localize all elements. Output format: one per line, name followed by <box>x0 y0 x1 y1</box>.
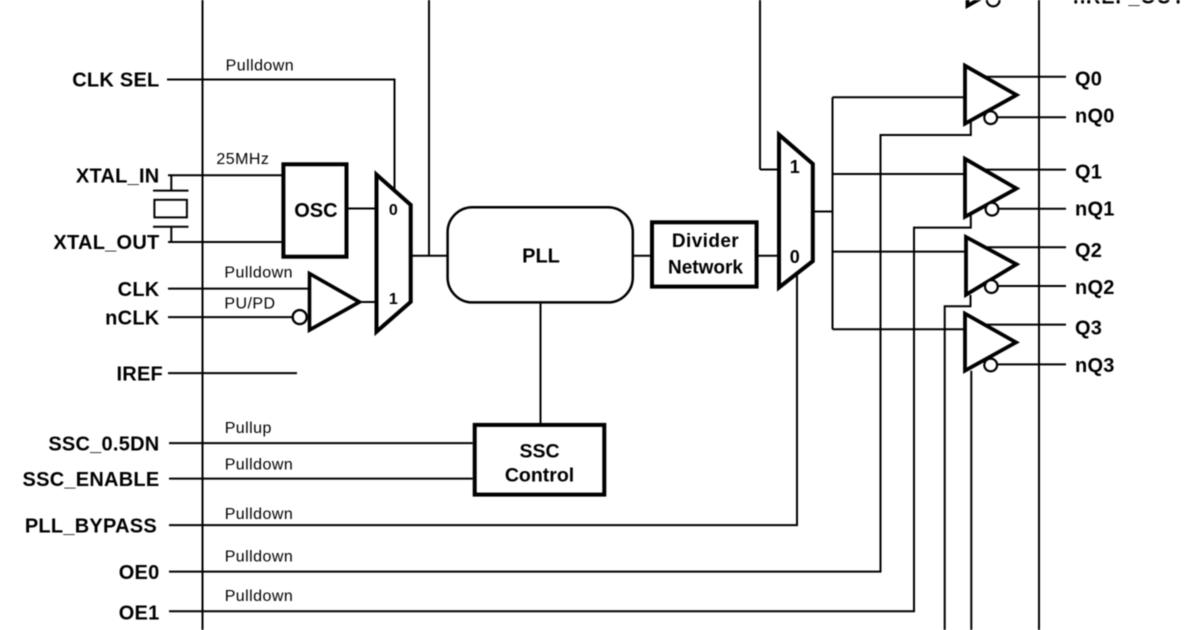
svg-text:Pulldown: Pulldown <box>225 506 294 523</box>
svg-text:SSC: SSC <box>519 441 559 463</box>
svg-text:Pulldown: Pulldown <box>225 457 294 474</box>
svg-text:nREF_OUT: nREF_OUT <box>1073 0 1185 8</box>
svg-text:Q3: Q3 <box>1075 318 1102 340</box>
svg-text:Pullup: Pullup <box>225 420 272 437</box>
svg-text:25MHz: 25MHz <box>216 151 269 168</box>
svg-text:Pulldown: Pulldown <box>225 549 294 566</box>
svg-text:CLK SEL: CLK SEL <box>72 70 159 92</box>
svg-text:nQ2: nQ2 <box>1075 277 1115 299</box>
svg-text:PU/PD: PU/PD <box>224 295 275 312</box>
svg-text:IREF: IREF <box>116 363 163 385</box>
svg-text:nCLK: nCLK <box>105 307 160 329</box>
svg-text:XTAL_OUT: XTAL_OUT <box>53 232 159 254</box>
svg-text:XTAL_IN: XTAL_IN <box>76 166 160 188</box>
svg-text:CLK: CLK <box>118 279 160 301</box>
svg-text:Control: Control <box>505 465 574 487</box>
svg-text:0: 0 <box>790 247 800 267</box>
svg-text:nQ0: nQ0 <box>1075 106 1115 128</box>
svg-text:1: 1 <box>389 291 398 308</box>
svg-text:Pulldown: Pulldown <box>225 588 294 605</box>
svg-text:Q1: Q1 <box>1075 162 1102 184</box>
svg-text:Network: Network <box>668 257 743 278</box>
svg-text:SSC_ENABLE: SSC_ENABLE <box>23 469 160 491</box>
svg-text:1: 1 <box>790 157 800 177</box>
svg-text:OE0: OE0 <box>119 562 160 584</box>
svg-text:Divider: Divider <box>672 231 739 252</box>
svg-text:Pulldown: Pulldown <box>226 58 295 75</box>
svg-text:Q0: Q0 <box>1075 69 1102 91</box>
svg-text:PLL: PLL <box>522 245 560 267</box>
svg-text:SSC_0.5DN: SSC_0.5DN <box>48 433 159 455</box>
svg-text:PLL_BYPASS: PLL_BYPASS <box>25 515 157 537</box>
svg-text:nQ1: nQ1 <box>1075 199 1115 221</box>
svg-text:OSC: OSC <box>294 200 337 222</box>
svg-text:Pulldown: Pulldown <box>224 265 293 282</box>
svg-text:Q2: Q2 <box>1075 240 1102 262</box>
svg-text:0: 0 <box>389 202 398 219</box>
svg-text:OE1: OE1 <box>119 602 160 624</box>
svg-text:nQ3: nQ3 <box>1075 355 1115 377</box>
